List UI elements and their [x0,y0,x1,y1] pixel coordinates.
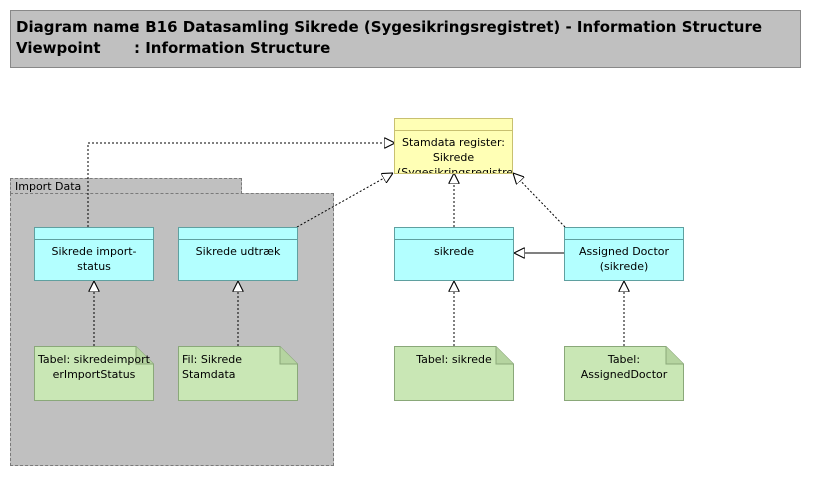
group-tab[interactable] [10,178,242,194]
assigned-doctor-element[interactable]: Assigned Doctor (sikrede) [564,227,684,281]
element-header [565,228,683,240]
element-header [395,119,512,131]
element-header [179,228,297,240]
stamdata-register-element[interactable]: Stamdata register: Sikrede (Sygesikrings… [394,118,513,174]
sikrede-import-status-element[interactable]: Sikrede import-status [34,227,154,281]
diagram-name-key: Diagram name [16,18,140,36]
element-label: Assigned Doctor (sikrede) [578,245,670,273]
element-header [35,228,153,240]
artifact-sikrede-table[interactable]: Tabel: sikrede [394,346,514,401]
connector-udtraek-to-stamdata [296,173,393,228]
artifact-shape [178,346,298,401]
element-label: sikrede [434,245,474,258]
viewpoint-key: Viewpoint [16,39,101,57]
artifact-shape [34,346,154,401]
artifact-label: Tabel: sikrede [416,353,492,366]
artifact-import-table[interactable]: Tabel: sikredeimporterImportStatus [34,346,154,401]
artifact-label: Tabel: sikredeimporterImportStatus [38,353,150,381]
diagram-name-value: : B16 Datasamling Sikrede (Sygesikringsr… [134,18,763,36]
artifact-shape [564,346,684,401]
artifact-fil-stamdata[interactable]: Fil: Sikrede Stamdata [178,346,298,401]
sikrede-udtraek-element[interactable]: Sikrede udtræk [178,227,298,281]
artifact-assigned-table[interactable]: Tabel: AssignedDoctor [564,346,684,401]
element-label: Sikrede import-status [51,245,137,273]
group-label: Import Data [15,180,82,193]
artifact-label: Fil: Sikrede Stamdata [182,353,243,381]
element-label: Sikrede udtræk [195,245,281,258]
connector-import-status-to-stamdata [87,143,395,227]
connector-assigned-to-stamdata [513,173,566,228]
diagram-name-line: Diagram name: B16 Datasamling Sikrede (S… [16,18,762,36]
diagram-header: Diagram name: B16 Datasamling Sikrede (S… [10,10,801,68]
viewpoint-value: : Information Structure [134,39,331,57]
viewpoint-line: Viewpoint : Information Structure [16,39,330,57]
artifact-shape [394,346,514,401]
element-header [395,228,513,240]
element-label: Stamdata register: Sikrede (Sygesikrings… [397,136,513,174]
artifact-label: Tabel: AssignedDoctor [580,353,668,381]
sikrede-element[interactable]: sikrede [394,227,514,281]
